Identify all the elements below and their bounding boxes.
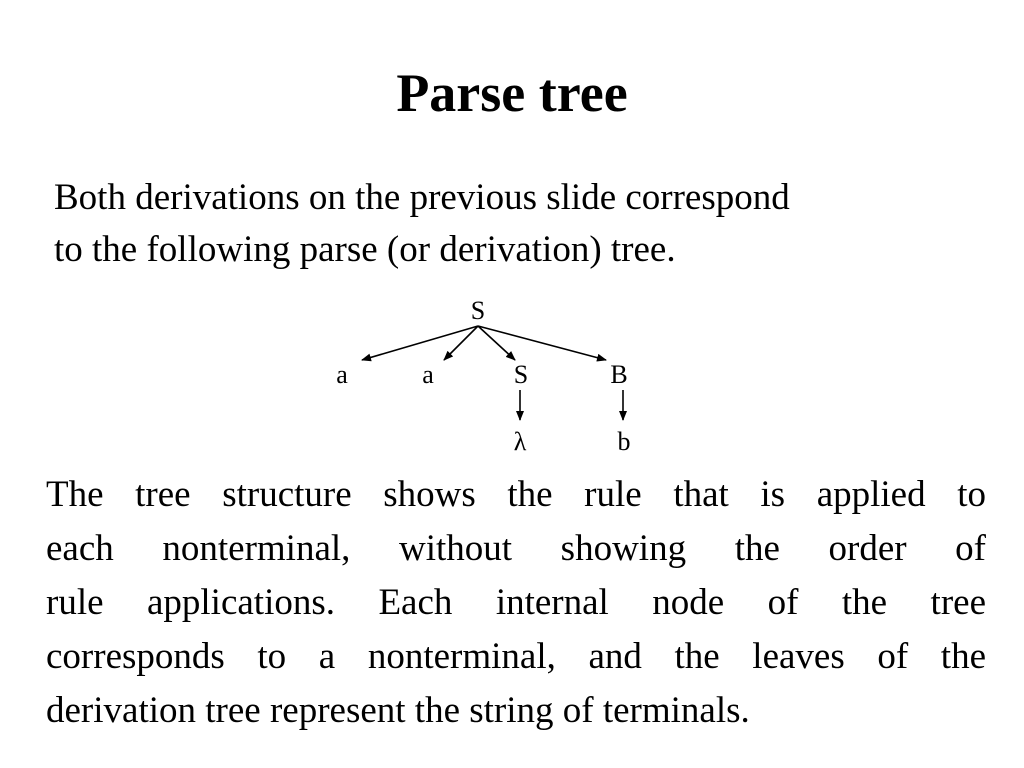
body-line: derivation tree represent the string of …: [46, 690, 750, 731]
body-line: rule applications. Each internal node of…: [46, 582, 986, 623]
intro-line: Both derivations on the previous slide c…: [54, 177, 790, 218]
slide-title: Parse tree: [396, 63, 628, 123]
tree-edge: [443, 325, 479, 361]
intro-line: to the following parse (or derivation) t…: [54, 229, 676, 270]
tree-node-root: S: [471, 296, 485, 325]
tree-node: a: [422, 360, 434, 389]
tree-edge: [477, 325, 607, 362]
body-line: each nonterminal, without showing the or…: [46, 528, 986, 569]
tree-edge: [477, 325, 516, 361]
tree-leaf: b: [618, 427, 631, 456]
tree-node: a: [336, 360, 348, 389]
intro-paragraph: Both derivations on the previous slide c…: [54, 172, 984, 276]
tree-node: S: [514, 360, 528, 389]
body-line: The tree structure shows the rule that i…: [46, 474, 986, 515]
explanation-paragraph: The tree structure shows the rule that i…: [46, 468, 986, 738]
tree-edge: [361, 325, 479, 362]
tree-node: B: [610, 360, 627, 389]
tree-leaf: λ: [514, 427, 527, 456]
body-line: corresponds to a nonterminal, and the le…: [46, 636, 986, 677]
parse-tree-diagram: S a a S B λ b: [336, 296, 631, 456]
